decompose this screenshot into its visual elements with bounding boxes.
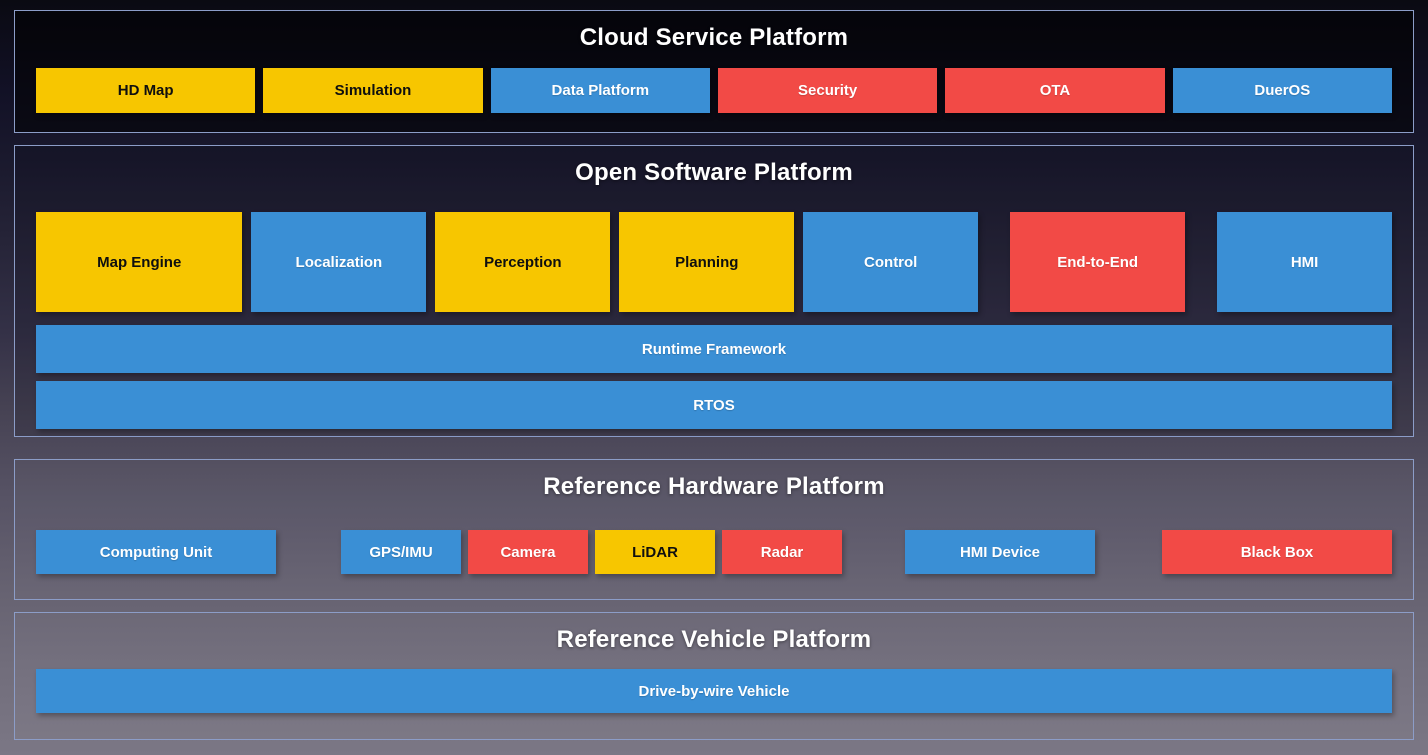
software-modules-row: Map Engine Localization Perception Plann… [36, 212, 1393, 312]
box-dueros: DuerOS [1172, 68, 1392, 113]
section-open-software-platform: Open Software Platform Map Engine Locali… [14, 145, 1414, 437]
box-black-box: Black Box [1162, 530, 1392, 574]
box-end-to-end: End-to-End [1010, 212, 1186, 312]
box-hd-map: HD Map [36, 68, 256, 113]
hardware-platform-title: Reference Hardware Platform [543, 473, 885, 500]
box-map-engine: Map Engine [36, 212, 243, 312]
box-ota: OTA [945, 68, 1165, 113]
section-reference-hardware-platform: Reference Hardware Platform Computing Un… [14, 459, 1414, 600]
box-security: Security [717, 68, 938, 113]
box-lidar: LiDAR [595, 530, 715, 574]
hardware-row: Computing Unit GPS/IMU Camera LiDAR Rada… [36, 530, 1392, 574]
box-computing-unit: Computing Unit [36, 530, 276, 574]
box-data-platform: Data Platform [490, 68, 710, 113]
section-cloud-service-platform: Cloud Service Platform HD Map Simulation… [14, 10, 1414, 133]
box-hmi-device: HMI Device [905, 530, 1095, 574]
box-gps-imu: GPS/IMU [341, 530, 461, 574]
box-control: Control [803, 212, 979, 312]
cloud-platform-title: Cloud Service Platform [579, 24, 849, 51]
cloud-services-row: HD Map Simulation Data Platform Security… [36, 68, 1392, 113]
box-localization: Localization [251, 212, 427, 312]
software-platform-title: Open Software Platform [575, 159, 853, 186]
box-perception: Perception [435, 212, 611, 312]
box-runtime-framework: Runtime Framework [36, 325, 1392, 373]
box-drive-by-wire-vehicle: Drive-by-wire Vehicle [36, 669, 1392, 713]
box-radar: Radar [722, 530, 842, 574]
section-reference-vehicle-platform: Reference Vehicle Platform Drive-by-wire… [14, 612, 1414, 740]
vehicle-platform-title: Reference Vehicle Platform [556, 626, 872, 653]
box-simulation: Simulation [263, 68, 483, 113]
box-hmi: HMI [1217, 212, 1393, 312]
box-planning: Planning [619, 212, 795, 312]
box-rtos: RTOS [36, 381, 1392, 429]
box-camera: Camera [468, 530, 588, 574]
